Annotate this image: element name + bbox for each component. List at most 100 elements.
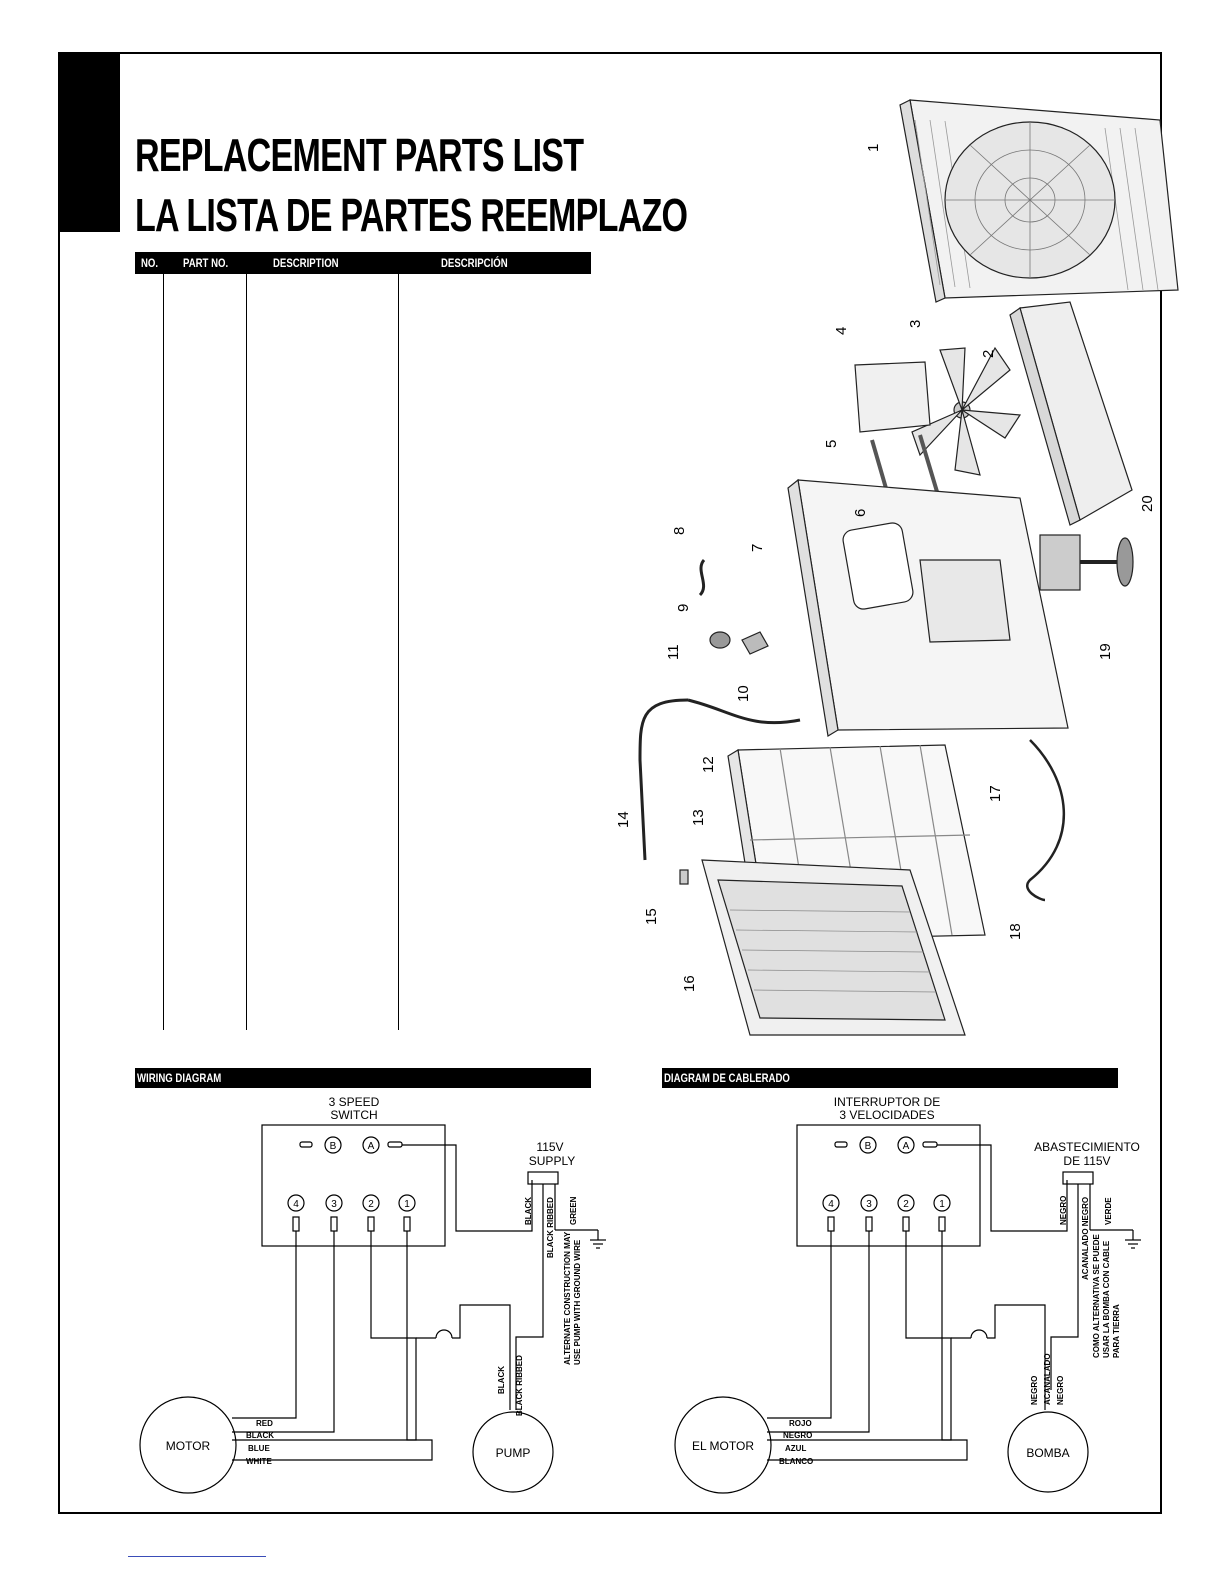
col-header-descripcion: DESCRIPCIÓN (441, 256, 508, 270)
pump-label: PUMP (496, 1446, 531, 1460)
terminal-a: A (903, 1141, 910, 1152)
supply-label-2: DE 115V (1063, 1154, 1110, 1168)
callout-2: 2 (980, 350, 997, 358)
water-hose (638, 698, 689, 861)
table-column-divider (246, 274, 247, 1030)
switch-label-2: 3 VELOCIDADES (839, 1108, 934, 1122)
bomba-wire-3: NEGRO (1056, 1376, 1065, 1405)
pump-clip (698, 558, 706, 597)
bomba-wire-2: ACANALADO (1043, 1353, 1052, 1405)
callout-13: 13 (690, 809, 707, 826)
pump-circle (472, 1411, 554, 1493)
terminal-b: B (865, 1141, 872, 1152)
interruptor-box (796, 1124, 981, 1247)
motor-wire-rojo: ROJO (789, 1419, 812, 1428)
col-header-description: DESCRIPTION (273, 256, 339, 270)
terminal-2: 2 (903, 1199, 909, 1210)
rear-frame (701, 859, 966, 1036)
callout-9: 9 (675, 604, 692, 612)
terminal-1: 1 (939, 1199, 945, 1210)
control-knob (709, 631, 731, 649)
callout-20: 20 (1139, 495, 1156, 512)
page-frame (58, 52, 1162, 1514)
water-pump (1039, 534, 1134, 591)
motor-bracket (854, 361, 931, 433)
el-motor-label: EL MOTOR (692, 1439, 754, 1453)
wiring-diagram-en: 3 SPEED SWITCH B A 4 3 2 1 115V SUPPLY M… (139, 1095, 606, 1494)
table-column-divider (163, 274, 164, 1030)
alternativa-note-2: USAR LA BOMBA CON CABLE (1102, 1240, 1111, 1358)
callout-10: 10 (735, 685, 752, 702)
callout-17: 17 (987, 785, 1004, 802)
page-title-es: LA LISTA DE PARTES REEMPLAZO (135, 189, 688, 241)
wire-black-ribbed-label: BLACK RIBBED (546, 1197, 555, 1258)
terminal-4: 4 (293, 1199, 299, 1210)
wire-black-label: BLACK (524, 1197, 533, 1225)
wire-negro-label: NEGRO (1059, 1196, 1068, 1225)
page-title-en: REPLACEMENT PARTS LIST (135, 129, 584, 181)
exploded-parts-diagram: 1 2 3 4 5 6 7 8 9 10 11 12 13 14 15 16 1… (615, 99, 1179, 1036)
parts-table-header: NO. PART NO. DESCRIPTION DESCRIPCIÓN (135, 252, 591, 274)
section-tab-marker (58, 52, 120, 232)
alternate-note-1: ALTERNATE CONSTRUCTION MAY (563, 1231, 572, 1365)
col-header-no: NO. (141, 256, 159, 270)
switch-label-1: 3 SPEED (329, 1095, 380, 1109)
reservoir-tray (1009, 301, 1133, 526)
wiring-diagram-header: WIRING DIAGRAM (135, 1068, 591, 1088)
pump-wire-1: BLACK (497, 1366, 506, 1394)
el-motor-circle (674, 1396, 772, 1494)
water-float (679, 869, 689, 885)
callout-4: 4 (833, 327, 850, 335)
switch-label-1: INTERRUPTOR DE (834, 1095, 940, 1109)
switch-bracket (741, 631, 769, 655)
terminal-3: 3 (331, 1199, 337, 1210)
wiring-diagram-es: INTERRUPTOR DE 3 VELOCIDADES B A 4 3 2 1… (674, 1095, 1141, 1494)
diagram-de-cablerado-title: DIAGRAM DE CABLERADO (664, 1071, 790, 1085)
callout-19: 19 (1097, 643, 1114, 660)
callout-16: 16 (681, 975, 698, 992)
alternativa-note-1: COMO ALTERNATIVA SE PUEDE (1092, 1233, 1101, 1358)
callout-15: 15 (643, 908, 660, 925)
wire-acanalado-label: ACANALADO NEGRO (1081, 1197, 1090, 1280)
terminal-3: 3 (866, 1199, 872, 1210)
switch-label-2: SWITCH (330, 1108, 377, 1122)
callout-12: 12 (700, 756, 717, 773)
motor-wire-azul: AZUL (785, 1444, 806, 1453)
callout-3: 3 (907, 320, 924, 328)
col-header-part-no: PART NO. (183, 256, 229, 270)
bomba-label: BOMBA (1026, 1446, 1069, 1460)
bomba-wire-1: NEGRO (1030, 1376, 1039, 1405)
speed-switch-box (261, 1124, 446, 1247)
callout-5: 5 (823, 440, 840, 448)
terminal-b: B (330, 1141, 337, 1152)
callout-7: 7 (749, 544, 766, 552)
footer-link-underline[interactable] (128, 1556, 266, 1557)
alternativa-note-3: PARA TIERRA (1112, 1304, 1121, 1358)
diagram-de-cablerado-header: DIAGRAM DE CABLERADO (662, 1068, 1118, 1088)
motor-wire-red: RED (256, 1419, 273, 1428)
terminal-1: 1 (404, 1199, 410, 1210)
callout-labels: 1 2 3 4 5 6 7 8 9 10 11 12 13 14 15 16 1… (615, 144, 1156, 992)
wire-green-label: GREEN (569, 1196, 578, 1225)
pump-wire-2: BLACK RIBBED (515, 1355, 524, 1416)
table-column-divider (398, 274, 399, 1030)
supply-label-1: 115V (536, 1140, 563, 1154)
motor-wire-blanco: BLANCO (779, 1457, 813, 1466)
alternate-note-2: USE PUMP WITH GROUND WIRE (573, 1239, 582, 1365)
callout-14: 14 (615, 811, 632, 828)
callout-6: 6 (852, 509, 869, 517)
motor-wire-negro: NEGRO (783, 1431, 812, 1440)
supply-label-1: ABASTECIMIENTO (1034, 1140, 1140, 1154)
grille-panel (899, 99, 1179, 303)
cabinet-body (787, 478, 1069, 737)
motor-wire-white: WHITE (246, 1457, 272, 1466)
wiring-diagram-title: WIRING DIAGRAM (137, 1071, 222, 1085)
callout-18: 18 (1007, 923, 1024, 940)
motor-label: MOTOR (166, 1439, 211, 1453)
bomba-circle (1007, 1411, 1089, 1493)
terminal-2: 2 (368, 1199, 374, 1210)
callout-11: 11 (665, 644, 682, 660)
terminal-4: 4 (828, 1199, 834, 1210)
callout-1: 1 (865, 144, 882, 152)
terminal-a: A (368, 1141, 375, 1152)
